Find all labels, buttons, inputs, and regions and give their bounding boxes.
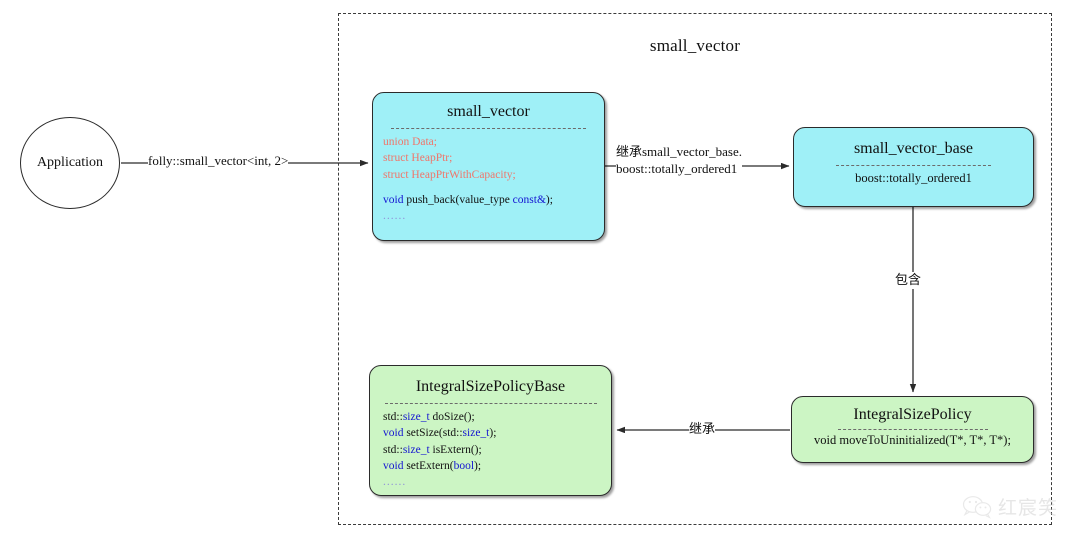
- package-title: small_vector: [649, 36, 741, 55]
- member-isextern: std::size_t isExtern();: [383, 442, 601, 458]
- member-setsize-mid: setSize(std::: [403, 427, 463, 440]
- edge-label-inherit-base-line1: 继承small_vector_base.: [616, 144, 742, 159]
- class-detail-integral-size-policy: void moveToUninitialized(T*, T*, T*);: [814, 433, 1011, 447]
- member-setsize-end: );: [489, 427, 497, 440]
- keyword-void: void: [383, 459, 404, 472]
- member-dosize: std::size_t doSize();: [383, 409, 601, 425]
- class-name-small-vector: small_vector: [447, 103, 530, 120]
- class-separator: [391, 128, 586, 129]
- class-name-integral-size-policy-base: IntegralSizePolicyBase: [415, 378, 566, 395]
- member-ellipsis: ......: [383, 476, 407, 489]
- type-bool: bool: [453, 459, 475, 472]
- class-box-small-vector[interactable]: small_vector union Data; struct HeapPtr;…: [372, 92, 605, 241]
- class-separator: [837, 429, 988, 430]
- edge-label-inherit: 继承: [689, 421, 716, 438]
- member-setextern: void setExtern(bool);: [383, 458, 601, 474]
- class-members-integral-size-policy-base: std::size_t doSize(); void setSize(std::…: [370, 409, 611, 491]
- watermark: 红宸笑: [962, 493, 1058, 520]
- member-setextern-end: );: [474, 459, 482, 472]
- member-ellipsis: ......: [383, 210, 407, 223]
- class-separator: [384, 403, 597, 404]
- class-box-small-vector-base[interactable]: small_vector_base boost::totally_ordered…: [793, 127, 1034, 207]
- class-box-integral-size-policy-base[interactable]: IntegralSizePolicyBase std::size_t doSiz…: [369, 365, 612, 496]
- class-box-integral-size-policy[interactable]: IntegralSizePolicy void moveToUninitiali…: [791, 396, 1034, 463]
- member-isextern-end: isExtern();: [429, 443, 482, 456]
- type-size-t: size_t: [402, 411, 430, 423]
- type-size-t: size_t: [402, 443, 430, 456]
- keyword-const-ref: const&: [512, 193, 546, 206]
- edge-label-inherit-base-line2: boost::totally_ordered1: [616, 160, 738, 176]
- member-push-back-mid: push_back(value_type: [403, 193, 513, 206]
- member-spacer: [383, 183, 594, 192]
- class-name-small-vector-base: small_vector_base: [853, 140, 974, 157]
- member-union-data: union Data;: [383, 136, 437, 148]
- class-members-small-vector: union Data; struct HeapPtr; struct HeapP…: [373, 134, 604, 225]
- keyword-void: void: [383, 427, 404, 440]
- actor-label: Application: [36, 155, 104, 170]
- member-struct-heapptrwithcapacity: struct HeapPtrWithCapacity;: [383, 168, 516, 181]
- edge-label-inherit-base: 继承small_vector_base. boost::totally_orde…: [616, 144, 742, 178]
- actor-application[interactable]: Application: [20, 117, 120, 209]
- member-setextern-mid: setExtern(: [403, 459, 454, 472]
- watermark-text: 红宸笑: [997, 498, 1058, 519]
- member-push-back: void push_back(value_type const&);: [383, 192, 594, 208]
- member-isextern-ns: std::: [383, 443, 403, 456]
- wechat-icon: [962, 495, 992, 519]
- edge-label-contains: 包含: [895, 272, 922, 289]
- type-size-t: size_t: [462, 427, 490, 440]
- member-dosize-end: doSize();: [429, 411, 475, 423]
- keyword-void: void: [383, 193, 404, 206]
- member-push-back-end: );: [545, 193, 553, 206]
- member-struct-heapptr: struct HeapPtr;: [383, 152, 453, 165]
- class-detail-small-vector-base: boost::totally_ordered1: [855, 171, 972, 185]
- class-name-integral-size-policy: IntegralSizePolicy: [853, 406, 972, 423]
- member-setsize: void setSize(std::size_t);: [383, 425, 601, 441]
- class-separator: [836, 165, 991, 166]
- member-dosize-ns: std::: [383, 411, 403, 423]
- edge-label-folly-small-vector: folly::small_vector<int, 2>: [148, 153, 289, 170]
- package-boundary: [338, 13, 1052, 525]
